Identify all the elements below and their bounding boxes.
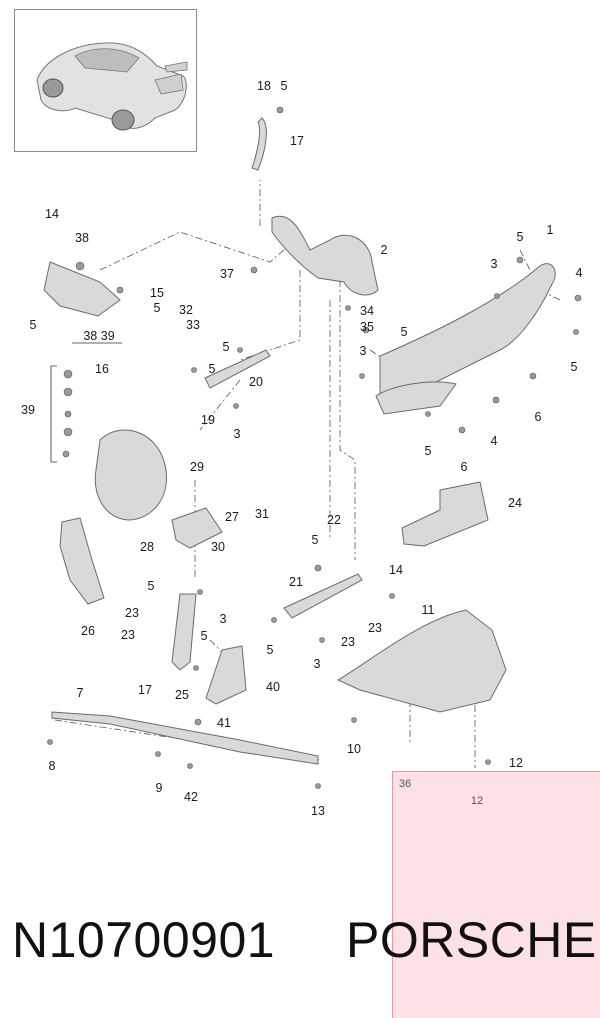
part-label: 42 — [184, 790, 198, 804]
part-label: 20 — [249, 375, 263, 389]
part-label: 41 — [217, 716, 231, 730]
part-label: 5 — [147, 579, 155, 593]
part-label: 17 — [290, 134, 304, 148]
part-label: 3 — [359, 344, 367, 358]
part-label: 11 — [421, 603, 435, 617]
vehicle-thumbnail — [14, 9, 197, 152]
part-label: 17 — [138, 683, 152, 697]
part-label: 32 — [179, 303, 193, 317]
part-label: 5 — [280, 79, 288, 93]
part-label: 6 — [460, 460, 468, 474]
part-label: 31 — [255, 507, 269, 521]
heat-shield-24 — [401, 481, 489, 547]
part-label: 19 — [201, 413, 215, 427]
fastener-parts — [47, 106, 582, 789]
part-label: 29 — [190, 460, 204, 474]
cross-brace-7 — [51, 711, 319, 765]
part-label: 9 — [155, 781, 163, 795]
part-label: 24 — [508, 496, 522, 510]
part-label: 5 — [570, 360, 578, 374]
part-label: 7 — [76, 686, 84, 700]
part-label: 5 — [311, 533, 319, 547]
part-label: 40 — [266, 680, 280, 694]
wheel-carrier-2 — [271, 215, 379, 296]
part-label: 4 — [575, 266, 583, 280]
part-label: 30 — [211, 540, 225, 554]
part-label: 14 — [389, 563, 403, 577]
part-label: 27 — [225, 510, 239, 524]
part-label: 22 — [327, 513, 341, 527]
part-label: 23 — [368, 621, 382, 635]
part-label: 16 — [95, 362, 109, 376]
part-label: 35 — [360, 320, 374, 334]
part-label: 13 — [311, 804, 325, 818]
overlay-label: 12 — [470, 795, 484, 807]
part-label: 4 — [490, 434, 498, 448]
bracket-40 — [205, 645, 247, 705]
control-arm-16 — [43, 261, 121, 317]
part-label: 6 — [534, 410, 542, 424]
part-label: 8 — [48, 759, 56, 773]
part-label: 3 — [233, 427, 241, 441]
tie-rod-20 — [204, 349, 271, 389]
part-label: 5 — [400, 325, 408, 339]
part-label: 12 — [509, 756, 523, 770]
part-label: 26 — [81, 624, 95, 638]
part-label: 25 — [175, 688, 189, 702]
part-label: 15 — [150, 286, 164, 300]
part-label: 5 — [424, 444, 432, 458]
part-label: 34 — [360, 304, 374, 318]
upper-link-18 — [251, 117, 267, 171]
part-label: 3 — [490, 257, 498, 271]
label-brackets — [50, 342, 122, 463]
part-label: 23 — [341, 635, 355, 649]
part-label: 18 — [257, 79, 271, 93]
part-label: 5 — [208, 362, 216, 376]
part-label: 28 — [140, 540, 154, 554]
bracket-27 — [171, 507, 223, 549]
part-label: 3 — [313, 657, 321, 671]
overlay-label: 36 — [398, 778, 412, 790]
part-label: 38 39 — [83, 329, 115, 343]
lower-link-25 — [171, 593, 197, 671]
part-label: 3 — [219, 612, 227, 626]
part-label: 10 — [347, 742, 361, 756]
wheel-hub — [94, 429, 167, 521]
part-label: 21 — [289, 575, 303, 589]
car-illustration — [36, 42, 188, 131]
subframe-1-lower — [375, 381, 457, 415]
part-label: 23 — [125, 606, 139, 620]
part-label: 5 — [153, 301, 161, 315]
air-duct-26 — [59, 517, 105, 605]
part-label: 14 — [45, 207, 59, 221]
part-label: 1 — [546, 223, 554, 237]
part-label: 37 — [220, 267, 234, 281]
part-label: 23 — [121, 628, 135, 642]
part-label: 5 — [29, 318, 37, 332]
toe-link-21 — [283, 573, 363, 619]
part-label: 5 — [222, 340, 230, 354]
part-label: 39 — [21, 403, 35, 417]
diagram-code: N10700901 — [12, 912, 276, 968]
part-label: 5 — [266, 643, 274, 657]
part-label: 5 — [516, 230, 524, 244]
part-label: 33 — [186, 318, 200, 332]
part-label: 2 — [380, 243, 388, 257]
part-label: 5 — [200, 629, 208, 643]
highlight-overlay — [392, 771, 600, 1018]
brand-name: PORSCHE — [346, 912, 597, 968]
part-label: 38 — [75, 231, 89, 245]
underbody-panel-11 — [336, 609, 507, 713]
